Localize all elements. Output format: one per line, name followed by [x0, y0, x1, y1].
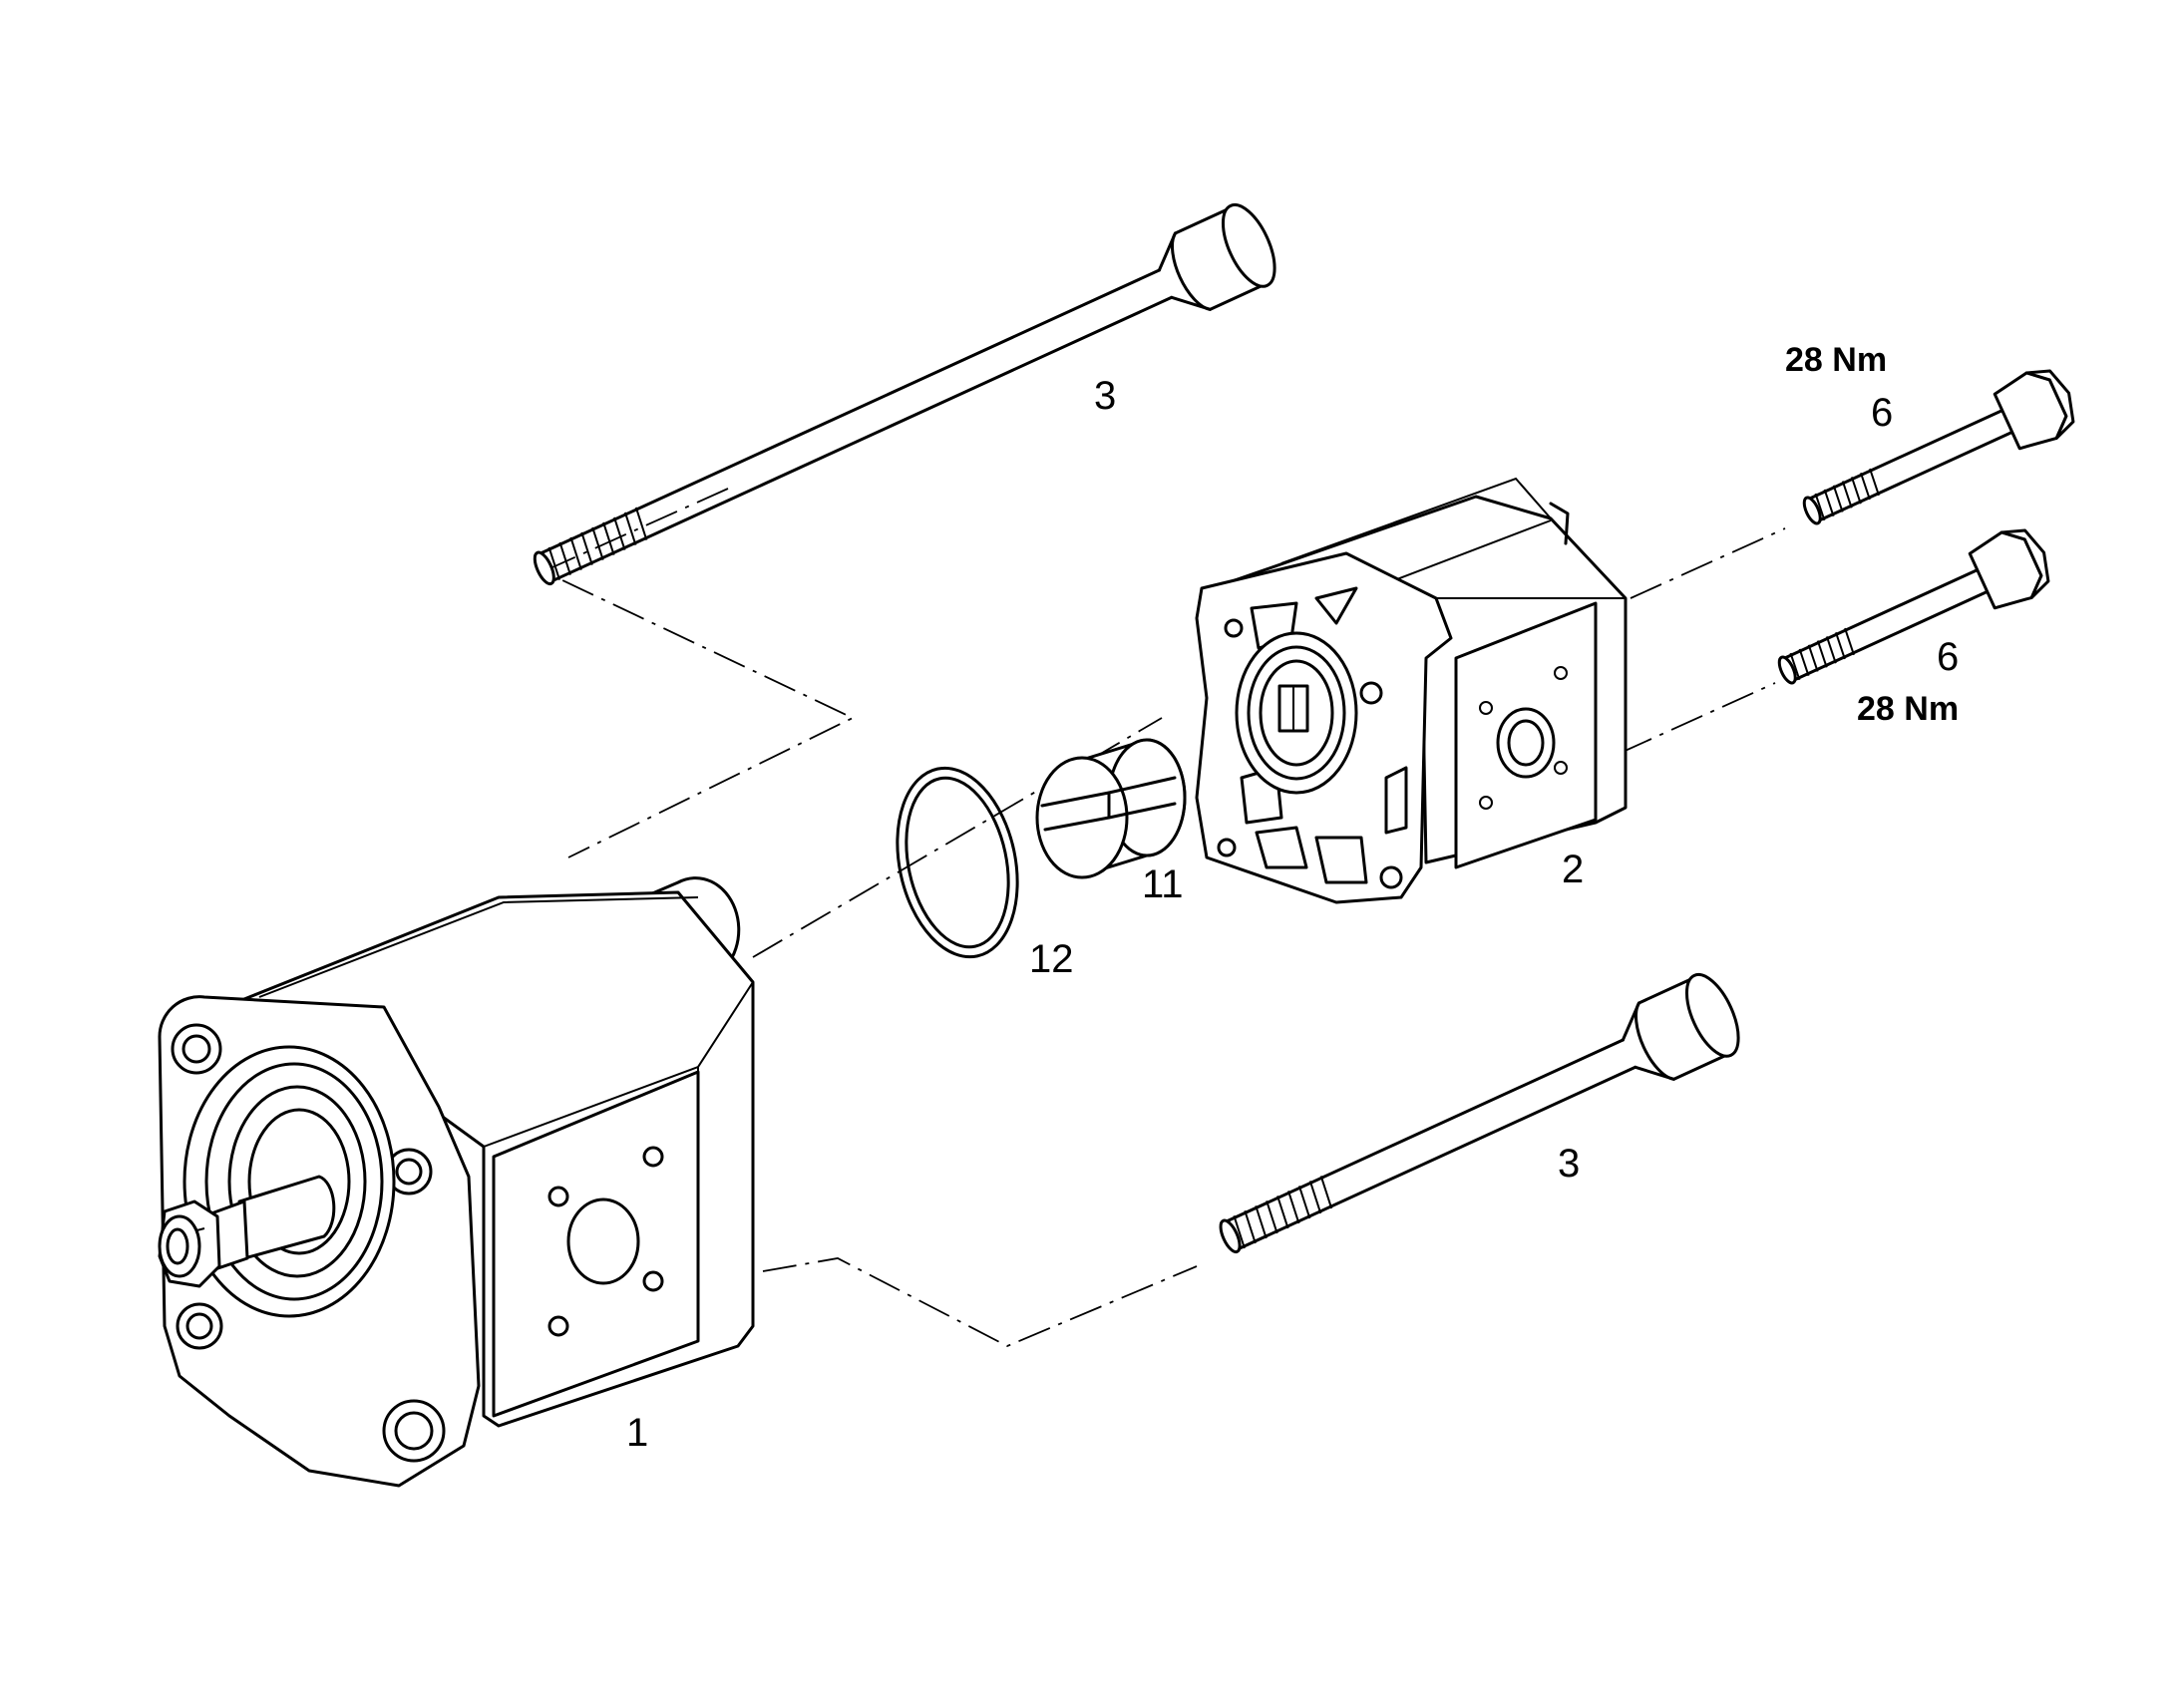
callout-6-top: 6	[1871, 391, 1893, 435]
callout-1: 1	[626, 1411, 648, 1455]
long-bolt-top	[533, 202, 1276, 586]
callout-3-top: 3	[1094, 374, 1116, 418]
torque-label-bottom: 28 Nm	[1857, 690, 1959, 728]
torque-label-top: 28 Nm	[1785, 341, 1887, 379]
long-bolt-bottom	[1219, 972, 1740, 1254]
o-ring	[896, 766, 1019, 959]
callout-3-bottom: 3	[1558, 1142, 1580, 1186]
callout-12: 12	[1029, 937, 1074, 981]
callout-11: 11	[1142, 862, 1184, 906]
hex-bolt-bottom	[1777, 528, 2050, 685]
rear-pump-section	[1195, 477, 1628, 904]
callout-2: 2	[1562, 848, 1584, 891]
hex-bolt-top	[1802, 369, 2075, 525]
main-pump	[158, 876, 755, 1488]
callout-6-bottom: 6	[1937, 635, 1959, 679]
assembly-centerlines	[541, 488, 1786, 1347]
shaft-coupling	[1035, 738, 1187, 879]
